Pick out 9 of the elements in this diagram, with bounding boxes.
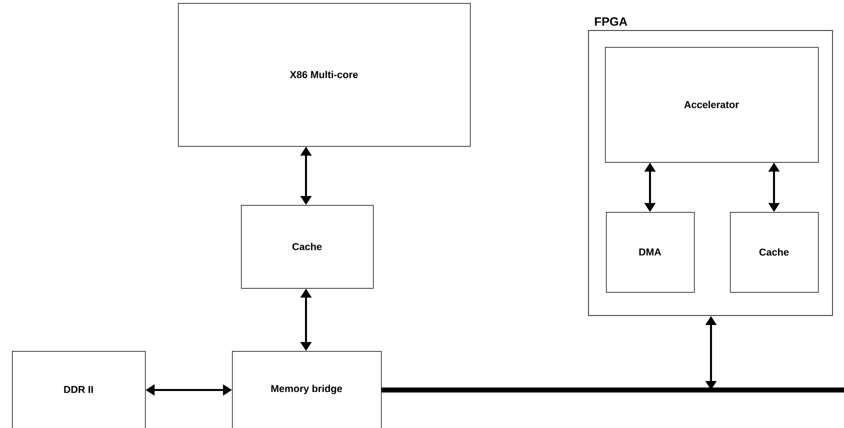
bus-line (382, 388, 844, 392)
block-box: Accelerator (605, 47, 819, 163)
block-box: DMA (606, 212, 695, 293)
block-box: X86 Multi-core (178, 3, 471, 147)
block-box: Memory bridge (232, 351, 382, 428)
node-label: FPGA (595, 17, 628, 26)
block-box: Cache (730, 212, 819, 293)
block-box: DDR II (12, 351, 146, 428)
block-box: Cache (241, 205, 374, 289)
